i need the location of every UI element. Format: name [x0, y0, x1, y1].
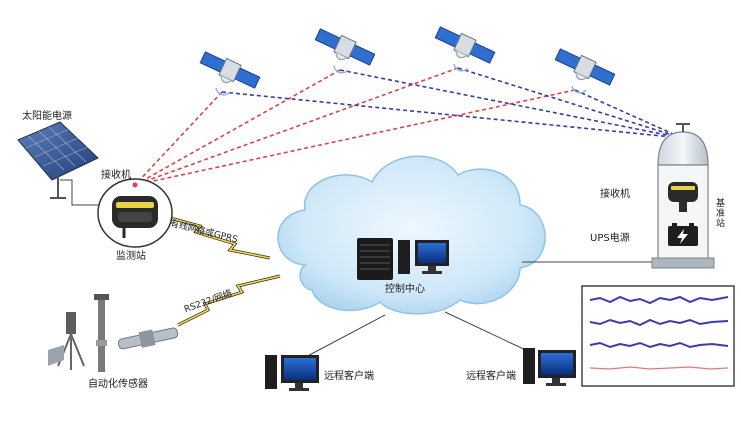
receiver-base-label: 接收机	[600, 189, 630, 200]
desktop-computer-icon	[523, 348, 576, 386]
satellite-icon	[314, 28, 376, 66]
sensor-pole-icon	[94, 294, 109, 372]
auto-sensors-label: 自动化传感器	[88, 379, 148, 390]
monitor-station-label: 监测站	[116, 251, 146, 262]
network-connectors	[60, 179, 652, 361]
satellite-icon	[434, 26, 496, 64]
gnss-receiver-icon	[97, 178, 173, 248]
solar-power-label: 太阳能电源	[22, 111, 72, 122]
lightning-link-icon	[177, 274, 281, 327]
remote-client-right-label: 远程客户端	[466, 371, 516, 382]
receiver-monitor-label: 接收机	[101, 170, 131, 181]
sensor-tripod-icon	[48, 312, 85, 370]
monitoring-data-window	[581, 285, 735, 387]
ups-power-label: UPS电源	[590, 233, 630, 244]
satellite-icon	[554, 48, 616, 86]
desktop-computer-icon	[398, 240, 449, 274]
solar-panel-icon	[17, 121, 99, 199]
signal-lines-to-monitor	[134, 67, 576, 186]
base-station	[651, 123, 715, 269]
trace-line	[589, 318, 729, 327]
sensor-devices	[48, 294, 179, 372]
base-station-label: 基准站	[714, 198, 724, 228]
control-center-label: 控制中心	[385, 284, 425, 295]
satellite-icon	[199, 51, 261, 89]
gnss-receiver-icon	[668, 182, 698, 212]
cloud-network	[277, 155, 546, 315]
trace-line	[589, 341, 729, 349]
desktop-computer-icon	[265, 355, 319, 391]
lightning-link-icon	[169, 216, 271, 260]
sensor-tube-icon	[117, 327, 179, 350]
remote-client-left-label: 远程客户端	[324, 371, 374, 382]
server-icon	[357, 238, 393, 280]
battery-icon	[668, 223, 698, 246]
trace-line	[589, 366, 729, 370]
trace-line	[589, 295, 729, 305]
signal-lines-to-base	[221, 67, 683, 139]
